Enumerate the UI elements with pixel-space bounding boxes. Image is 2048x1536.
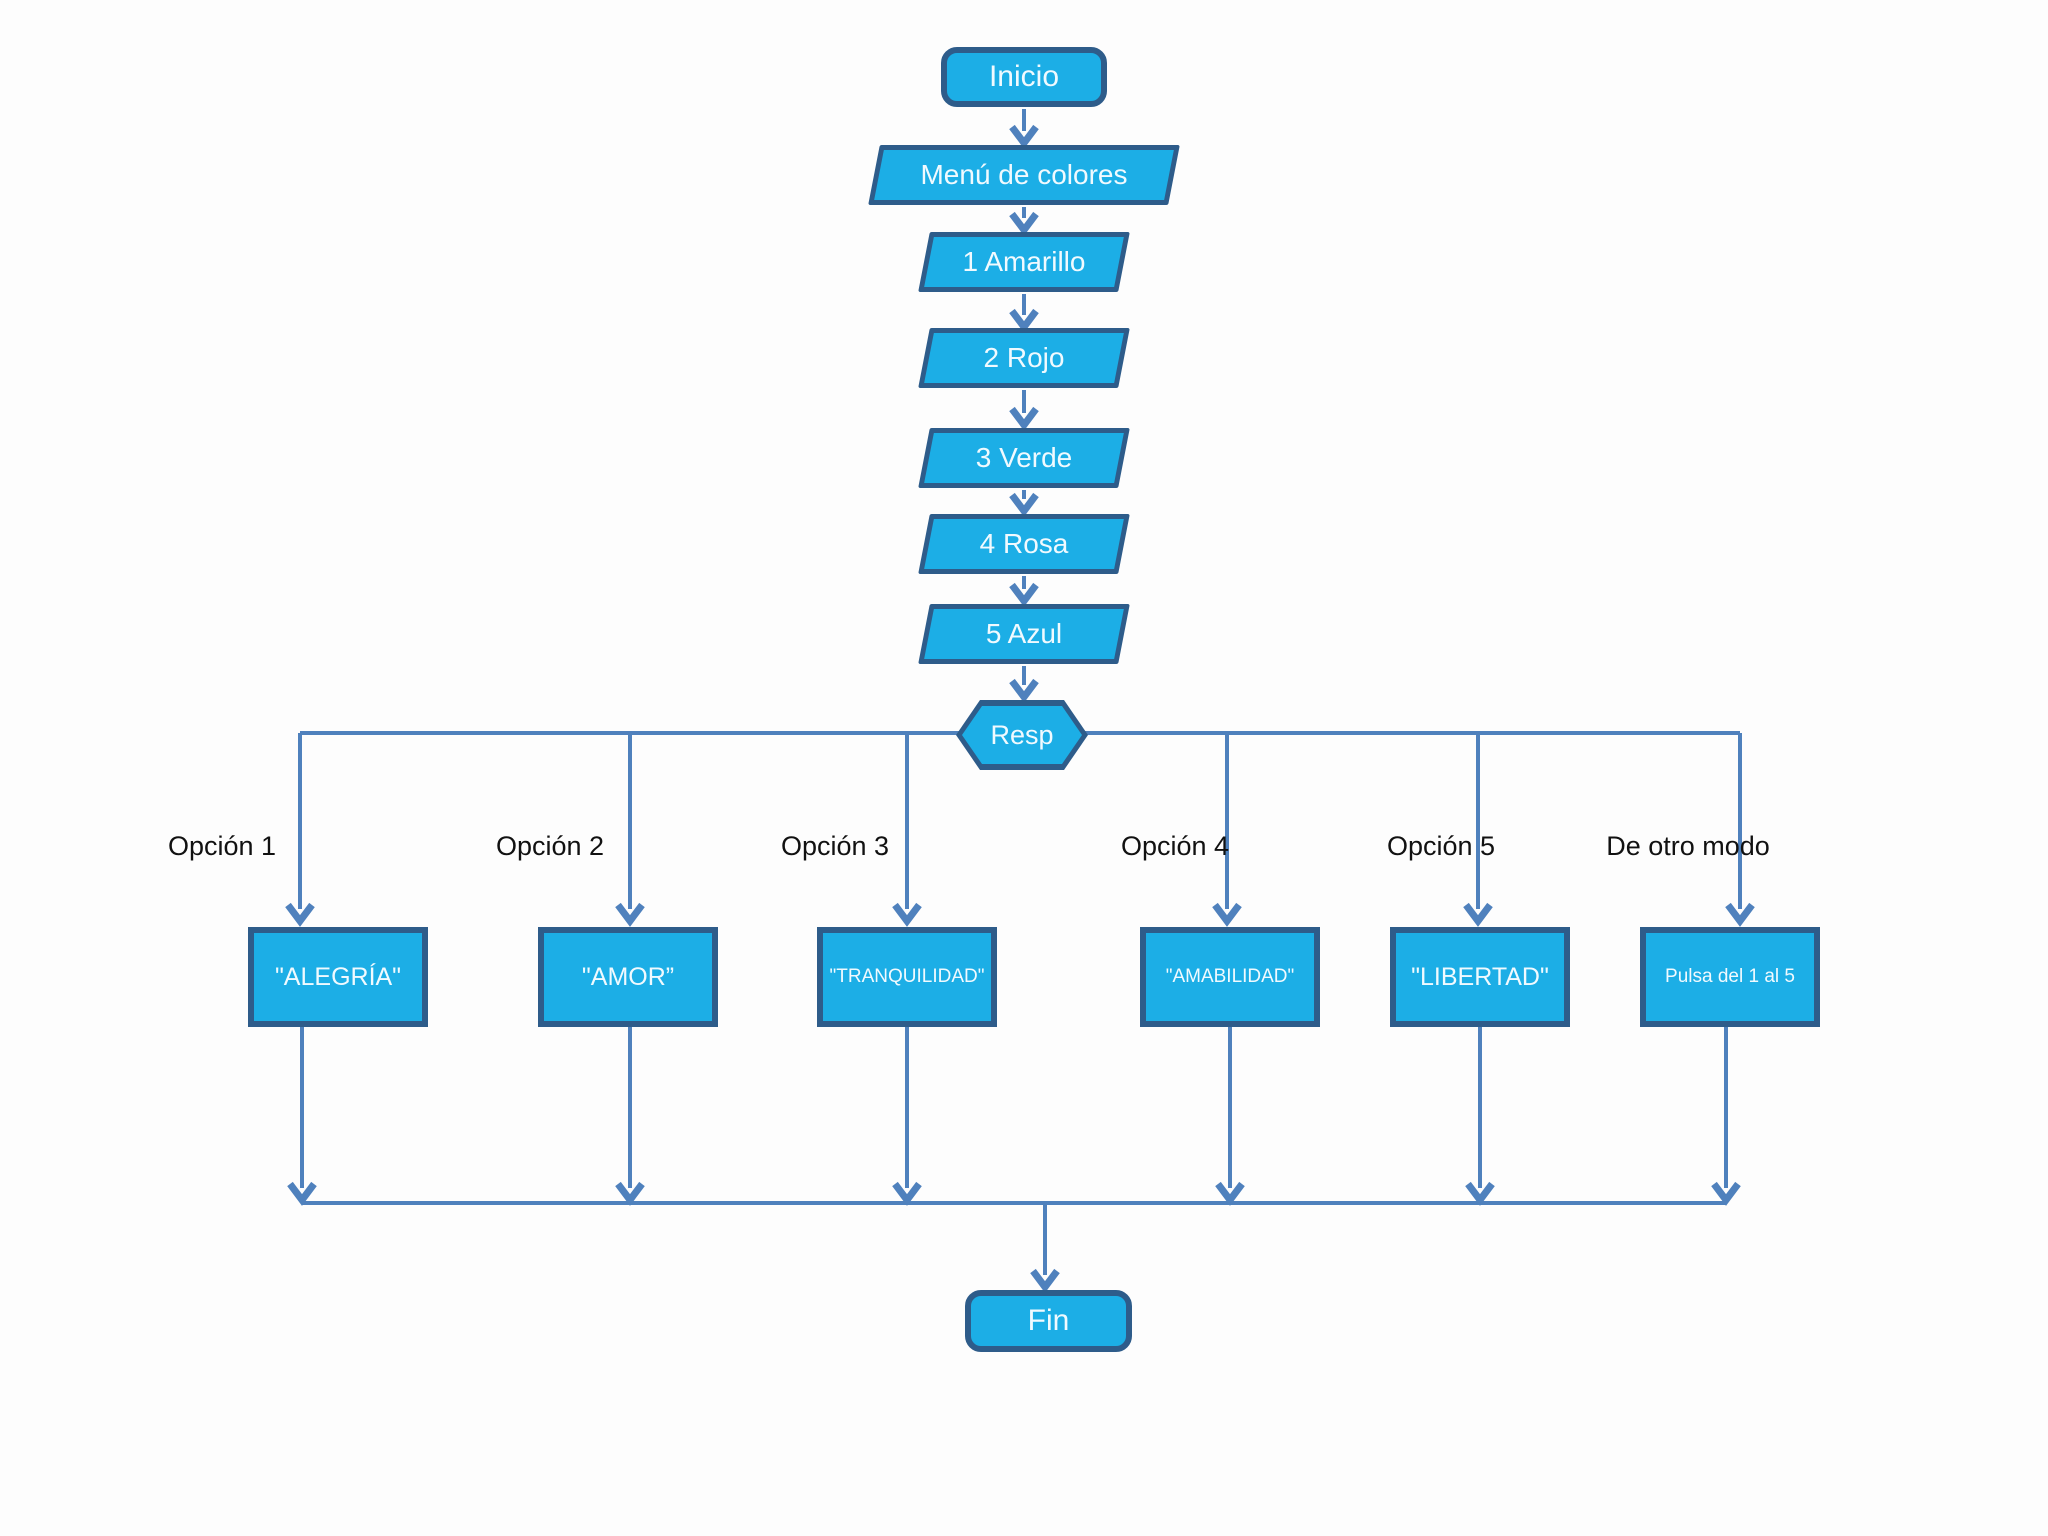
result-box-amabilidad: "AMABILIDAD" <box>1140 927 1320 1027</box>
arrow-menu-to-item1 <box>1009 207 1039 236</box>
hexagon-shape-fill <box>962 706 1082 764</box>
result-box-label: Pulsa del 1 al 5 <box>1665 966 1795 987</box>
branch-label-1: Opción 1 <box>167 830 277 861</box>
branch-label-4: Opción 4 <box>1120 830 1230 861</box>
start-node-label: Inicio <box>988 60 1060 93</box>
arrow-item2-to-item3 <box>1009 390 1039 431</box>
arrow-merge-5 <box>1465 1027 1495 1206</box>
arrow-to-end <box>1030 1203 1060 1293</box>
branch-label-5: Opción 5 <box>1386 830 1496 861</box>
result-box-label: "ALEGRÍA" <box>274 962 402 991</box>
result-box-label: "TRANQUILIDAD" <box>829 966 985 987</box>
item-node-label: 2 Rojo <box>983 342 1065 373</box>
result-box-libertad: "LIBERTAD" <box>1390 927 1570 1027</box>
item-node-verde: 3 Verde <box>918 428 1130 488</box>
item-node-label: 4 Rosa <box>979 528 1069 559</box>
result-box-label: "LIBERTAD" <box>1411 962 1549 991</box>
arrow-merge-3 <box>892 1027 922 1206</box>
branch-label-6: De otro modo <box>1606 830 1770 861</box>
arrow-item5-to-decision <box>1009 666 1039 703</box>
item-node-rosa: 4 Rosa <box>918 514 1130 574</box>
item-node-label: 3 Verde <box>975 442 1073 473</box>
arrow-item1-to-item2 <box>1009 294 1039 333</box>
result-box-label: "AMABILIDAD" <box>1165 966 1295 987</box>
menu-node: Menú de colores <box>868 145 1180 205</box>
item-node-label: 1 Amarillo <box>962 246 1086 277</box>
result-box-alegria: "ALEGRÍA" <box>248 927 428 1027</box>
menu-node-label: Menú de colores <box>920 159 1128 190</box>
branch-label-3: Opción 3 <box>780 830 890 861</box>
arrow-branch-1 <box>285 733 315 927</box>
result-box-amor: "AMOR” <box>538 927 718 1027</box>
result-box-label: "AMOR” <box>581 962 675 991</box>
arrow-merge-1 <box>287 1027 317 1206</box>
start-node: Inicio <box>941 47 1107 107</box>
decision-node: Resp <box>956 700 1088 770</box>
end-node: Fin <box>965 1290 1132 1352</box>
result-box-pulsa: Pulsa del 1 al 5 <box>1640 927 1820 1027</box>
arrow-branch-3 <box>892 733 922 927</box>
result-box-tranquilidad: "TRANQUILIDAD" <box>817 927 997 1027</box>
item-node-rojo: 2 Rojo <box>918 328 1130 388</box>
item-node-label: 5 Azul <box>985 618 1063 649</box>
item-node-amarillo: 1 Amarillo <box>918 232 1130 292</box>
branch-label-2: Opción 2 <box>495 830 605 861</box>
arrow-branch-6 <box>1725 733 1755 927</box>
arrow-merge-6 <box>1711 1027 1741 1206</box>
arrow-merge-2 <box>615 1027 645 1206</box>
arrow-start-to-menu <box>1009 109 1039 149</box>
arrow-item3-to-item4 <box>1009 490 1039 517</box>
arrow-merge-4 <box>1215 1027 1245 1206</box>
arrow-branch-5 <box>1463 733 1493 927</box>
item-node-azul: 5 Azul <box>918 604 1130 664</box>
arrow-branch-4 <box>1212 733 1242 927</box>
end-node-label: Fin <box>1027 1304 1070 1337</box>
arrow-branch-2 <box>615 733 645 927</box>
arrow-item4-to-item5 <box>1009 576 1039 607</box>
decision-node-label: Resp <box>990 719 1054 750</box>
